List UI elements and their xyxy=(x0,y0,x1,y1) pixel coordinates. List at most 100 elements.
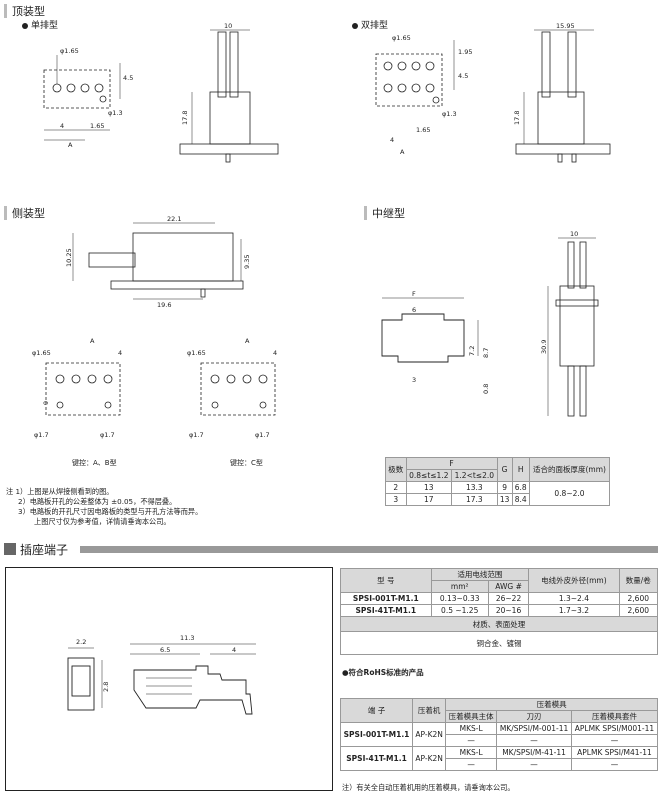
cell: — xyxy=(445,734,498,747)
table-row: SPSI-001T-M1.1 AP-K2N MKS-L MK/SPSI/M-00… xyxy=(339,722,659,747)
th-H: H xyxy=(511,457,530,482)
cell: 1.7~3.2 xyxy=(528,604,620,617)
single-row-hole-drawing: φ1.65 4.5 φ1.3 1.65 4 A xyxy=(43,47,133,149)
bullet-icon xyxy=(22,22,28,29)
crimp-tool-table: 端 子 压着机 压着模具 压着模具主体 刀刃 压着模具套件 SPSI-001T-… xyxy=(339,698,659,771)
dim-9: 9 xyxy=(42,401,50,405)
key-ab-label: 键控：A、B型 xyxy=(72,459,117,467)
section-bar xyxy=(4,206,7,220)
dim-phi17: φ1.7 xyxy=(34,431,49,439)
cell: 2 xyxy=(385,481,407,494)
cell: MKS-L xyxy=(445,746,498,759)
fgh-table: 极数 F G H 适合的面板厚度(mm) 0.8≤t≤1.2 1.2<t≤2.0… xyxy=(385,457,611,506)
dim-72: 7.2 xyxy=(468,346,476,356)
cell-panel: 0.8~2.0 xyxy=(528,481,611,506)
th-material: 材质、表面处理 xyxy=(340,616,658,632)
cell: SPSI-001T-M1.1 xyxy=(339,722,414,747)
footnote: 注）有关全自动压着机用的压着模具，请垂询本公司。 xyxy=(342,783,515,792)
dim-65: 6.5 xyxy=(160,646,170,654)
terminal-drawing: 2.2 2.8 11.3 6.5 4 xyxy=(67,634,256,715)
dim-phi17-c: φ1.7 xyxy=(189,431,204,439)
dim-221: 22.1 xyxy=(167,215,181,223)
relay-side-drawing: 10 30.9 xyxy=(540,230,599,417)
cell: SPSI-001T-M1.1 xyxy=(340,592,432,605)
single-row-label: 单排型 xyxy=(31,21,59,31)
dim-165: 1.65 xyxy=(90,122,104,130)
key-c-label: 键控：C型 xyxy=(230,459,263,467)
dim-4: 4 xyxy=(60,122,64,130)
cell: — xyxy=(570,734,659,747)
section-bar xyxy=(364,206,367,220)
cell: 1.3~2.4 xyxy=(528,592,620,605)
cell: 13 xyxy=(405,481,453,494)
cell: 3 xyxy=(385,493,407,506)
dim-10: 10 xyxy=(224,22,232,30)
cell: 8.4 xyxy=(511,493,530,506)
cell: MK/SPSI/M-41-11 xyxy=(496,746,572,759)
th-f-sub2: 1.2<t≤2.0 xyxy=(451,469,498,482)
dim-phi165-c: φ1.65 xyxy=(32,349,51,357)
th-f-sub1: 0.8≤t≤1.2 xyxy=(405,469,453,482)
cell: — xyxy=(496,758,572,771)
cell: AP-K2N xyxy=(412,746,447,771)
dim-A-b: A xyxy=(400,148,405,156)
table-row: 3 17 17.3 13 8.4 xyxy=(385,493,610,506)
dim-A-d: A xyxy=(245,337,250,345)
dim-phi13: φ1.3 xyxy=(108,109,123,117)
th-blade: 刀刃 xyxy=(496,710,572,723)
dim-10b: 10 xyxy=(570,230,578,238)
cell: 26~22 xyxy=(487,592,530,605)
dim-4-c: 4 xyxy=(118,349,122,357)
cell: MKS-L xyxy=(445,722,498,735)
cell: 6.8 xyxy=(511,481,530,494)
dim-165-b: 1.65 xyxy=(416,126,430,134)
th-mold: 压着模具 xyxy=(445,698,658,711)
note-line: 2）电路板开孔的公差整体为 ±0.05，不得层叠。 xyxy=(18,497,177,506)
cell: SPSI-41T-M1.1 xyxy=(339,746,414,771)
dim-196: 19.6 xyxy=(157,301,171,309)
th-awg: AWG # xyxy=(487,580,530,593)
socket-terminal-header: 插座端子 xyxy=(4,542,658,557)
dim-phi165-d: φ1.65 xyxy=(187,349,206,357)
table-row: 2 13 13.3 9 6.8 0.8~2.0 xyxy=(385,481,611,506)
cell: 20~16 xyxy=(487,604,530,617)
side-mount-side-drawing: 22.1 10.25 9.35 19.6 xyxy=(65,215,251,309)
terminal-drawing-box xyxy=(5,567,333,791)
rohs-note: ●符合RoHS标准的产品 xyxy=(342,668,424,677)
single-row-side-drawing: 10 17.8 xyxy=(179,22,279,163)
table-row: — — — xyxy=(341,734,659,747)
wire-range-table: 型 号 适用电线范围 电线外皮外径(mm) 数量/卷 mm² AWG # SPS… xyxy=(340,568,659,655)
cell: 2,600 xyxy=(618,592,659,605)
th-poles: 极数 xyxy=(385,457,407,482)
cell: 2,600 xyxy=(618,604,659,617)
section-title-relay: 中继型 xyxy=(372,207,405,220)
subsection-double-row: 双排型 xyxy=(352,18,388,31)
th-model: 型 号 xyxy=(340,568,432,593)
th-terminal: 端 子 xyxy=(339,698,414,723)
cell: AP-K2N xyxy=(412,722,447,747)
dim-3: 3 xyxy=(412,376,416,384)
cell: SPSI-41T-M1.1 xyxy=(340,604,432,617)
key-c-hole-drawing: φ1.65 A 4 φ1.7 φ1.7 xyxy=(187,337,277,439)
table-row: — — — xyxy=(341,758,659,771)
dim-195: 1.95 xyxy=(458,48,472,56)
section-title-top-mount: 顶装型 xyxy=(12,5,45,18)
cell: 0.13~0.33 xyxy=(430,592,489,605)
dim-phi17-d: φ1.7 xyxy=(255,431,270,439)
cell: 13 xyxy=(496,493,513,506)
th-mold-body: 压着模具主体 xyxy=(445,710,498,723)
table-row: SPSI-41T-M1.1 AP-K2N MKS-L MK/SPSI/M-41-… xyxy=(339,746,659,771)
dim-A: A xyxy=(68,141,73,149)
dim-4-b: 4 xyxy=(390,136,394,144)
dim-178a: 17.8 xyxy=(181,111,189,125)
note-line: 3）电路板的开孔尺寸因电路板的类型与开孔方法等而异。 xyxy=(18,507,203,516)
th-G: G xyxy=(496,457,513,482)
relay-panel-cutout-drawing: F 6 7.2 8.7 3 0.8 xyxy=(381,290,490,394)
cell-material: 铜合金、镀锡 xyxy=(340,631,658,655)
cell: APLMK SPSI/M41-11 xyxy=(570,746,659,759)
dim-113: 11.3 xyxy=(180,634,194,642)
section-bar xyxy=(4,4,7,18)
th-panel: 适合的面板厚度(mm) xyxy=(528,457,611,482)
double-row-hole-drawing: φ1.65 1.95 4.5 φ1.3 1.65 4 A xyxy=(375,34,472,156)
dim-87: 8.7 xyxy=(482,348,490,358)
